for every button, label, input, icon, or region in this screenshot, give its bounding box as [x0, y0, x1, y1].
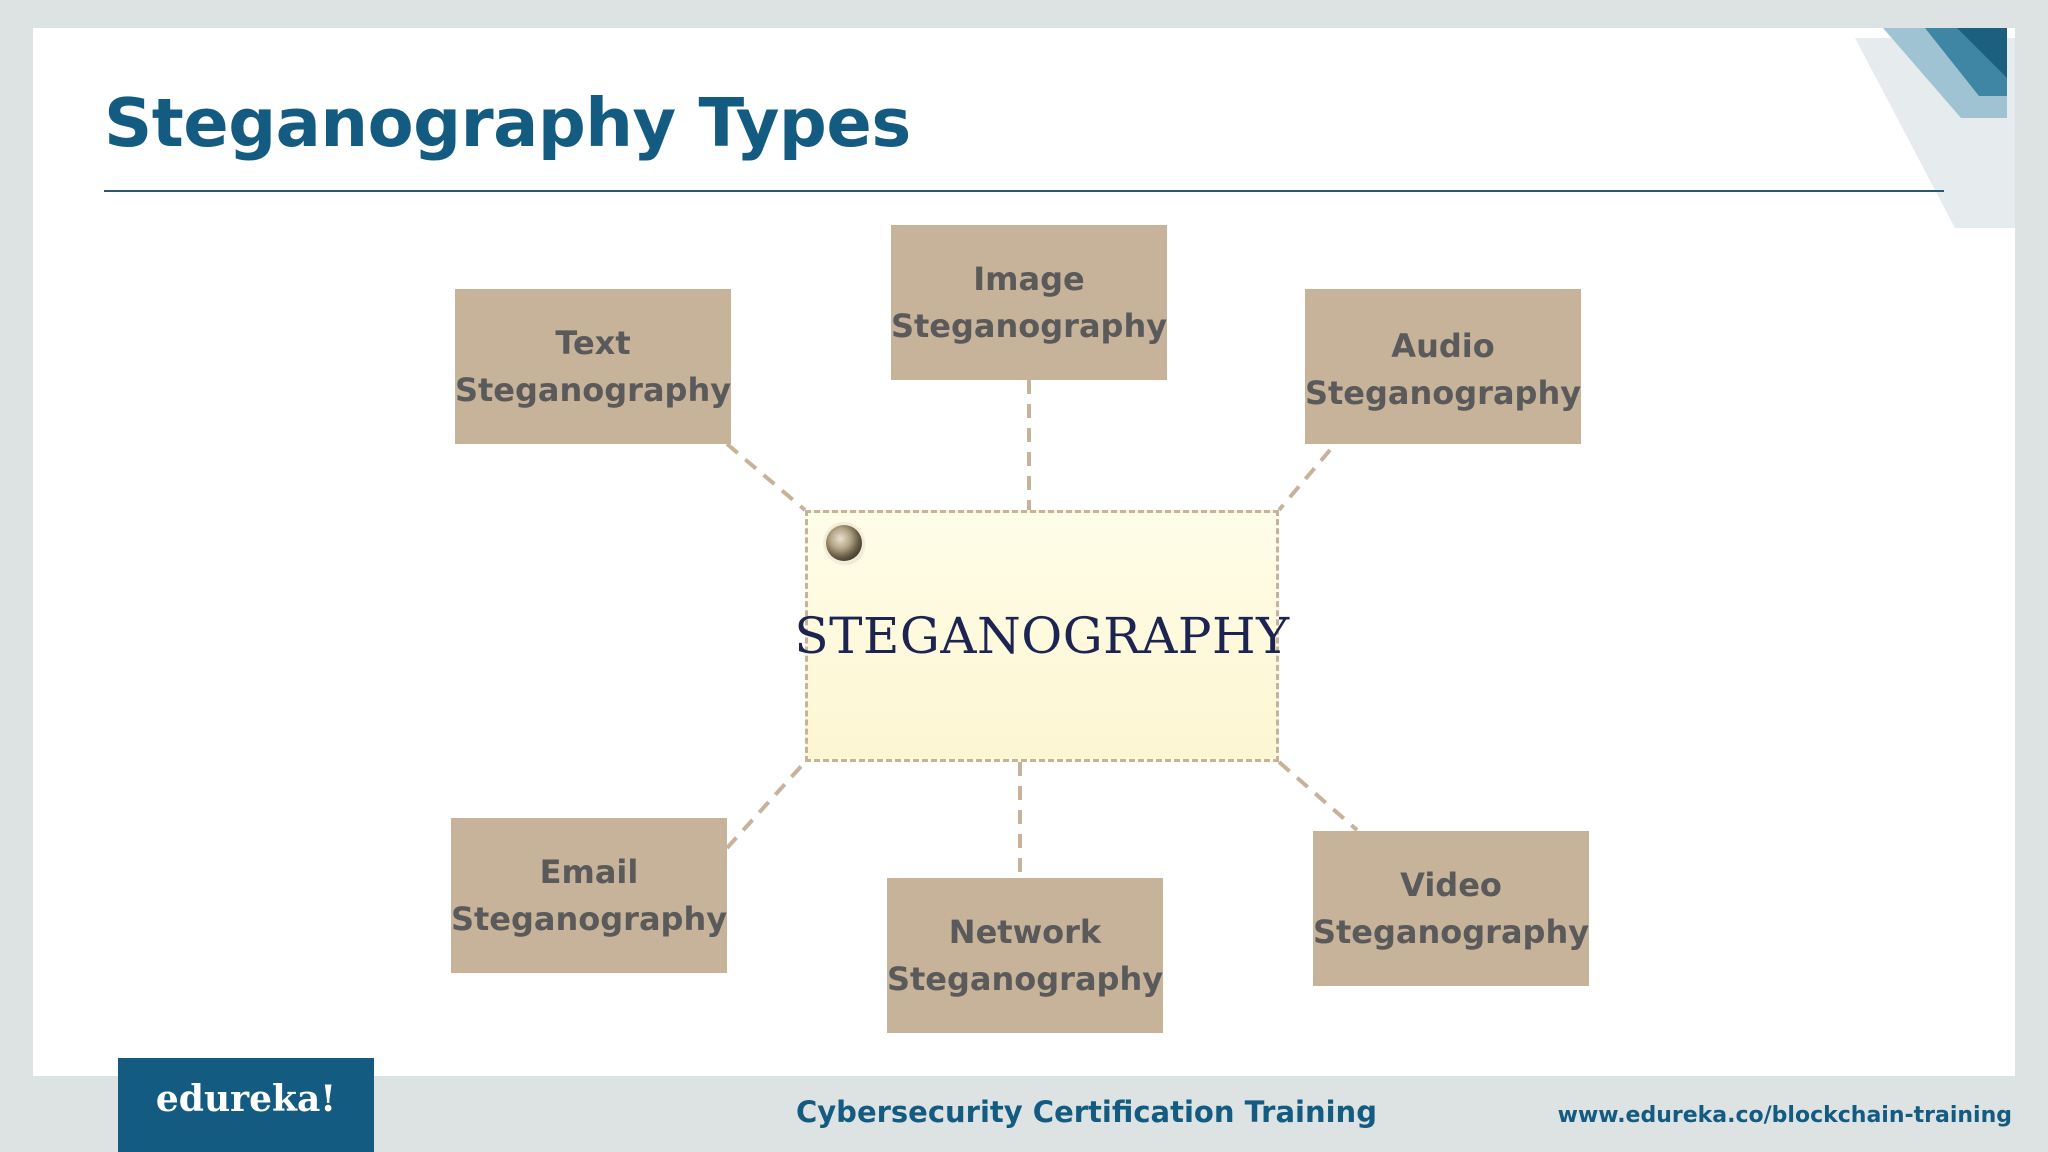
footer-url: www.edureka.co/blockchain-training [1557, 1103, 2012, 1128]
title-divider [104, 190, 1944, 192]
type-label-line2: Steganography [1304, 373, 1582, 412]
video-steganography-box: Video Steganography [1313, 831, 1589, 986]
type-label-line2: Steganography [1312, 912, 1590, 951]
type-label-line1: Video [1400, 865, 1502, 904]
connector-email [725, 760, 807, 850]
type-label-line1: Audio [1391, 326, 1495, 365]
type-label-line2: Steganography [890, 306, 1168, 345]
slide-title: Steganography Types [104, 84, 911, 162]
audio-steganography-box: Audio Steganography [1305, 289, 1581, 444]
center-node: STEGANOGRAPHY [794, 510, 1289, 762]
pin-icon [826, 525, 862, 561]
edureka-logo: edureka! [118, 1058, 374, 1152]
corner-decoration [1855, 28, 2015, 228]
network-steganography-box: Network Steganography [887, 878, 1163, 1033]
type-label-line1: Network [948, 912, 1102, 951]
connector-audio [1277, 448, 1332, 512]
type-label-line1: Text [555, 323, 631, 362]
image-steganography-box: Image Steganography [891, 225, 1167, 380]
text-steganography-box: Text Steganography [455, 289, 731, 444]
type-label-line2: Steganography [450, 899, 728, 938]
email-steganography-box: Email Steganography [451, 818, 727, 973]
center-label: STEGANOGRAPHY [794, 607, 1290, 665]
type-label-line2: Steganography [454, 370, 732, 409]
type-label-line2: Steganography [886, 959, 1164, 998]
type-label-line1: Email [539, 852, 639, 891]
type-label-line1: Image [973, 259, 1085, 298]
connector-text [725, 442, 807, 512]
connector-video [1277, 760, 1359, 832]
footer-course-title: Cybersecurity Certification Training [796, 1095, 1377, 1129]
